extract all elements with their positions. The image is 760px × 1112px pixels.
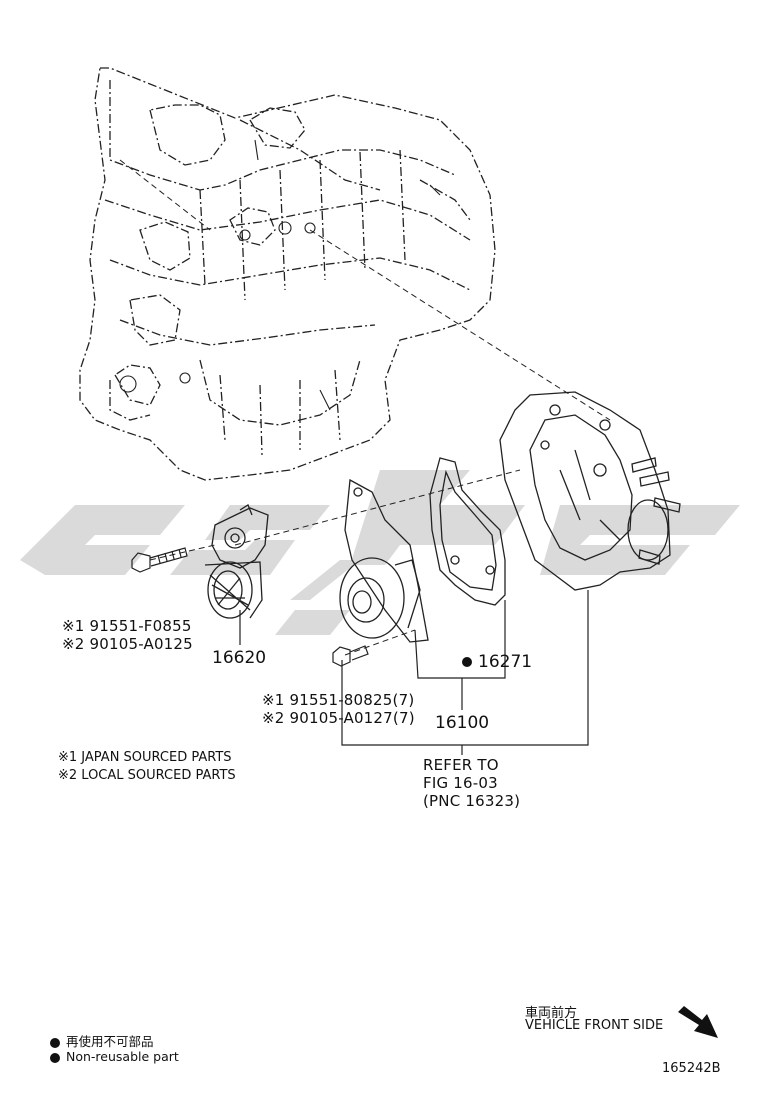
tensioner-bolt (131, 547, 188, 573)
legend-en-text: Non-reusable part (66, 1049, 179, 1064)
non-reusable-mark-icon (462, 657, 472, 667)
legend-jp-text: 再使用不可部品 (66, 1034, 154, 1049)
pump-housing (499, 391, 681, 591)
tensioner-bolt-japan-pn: ※1 91551-F0855 (62, 617, 192, 635)
refer-line-3: (PNC 16323) (423, 792, 521, 810)
legend-en: Non-reusable part (50, 1049, 179, 1064)
gasket-pnc: 16271 (462, 652, 532, 672)
gasket-pnc-text: 16271 (478, 652, 533, 672)
tensioner-pnc: 16620 (212, 648, 267, 668)
engine-details (119, 139, 441, 411)
pump-bolt-local-pn: ※2 90105-A0127(7) (262, 709, 415, 727)
tensioner-bolt-local-pn: ※2 90105-A0125 (62, 635, 193, 653)
figure-id: 165242B (662, 1061, 721, 1076)
belt-tensioner (204, 504, 269, 619)
legend-jp: 再使用不可部品 (50, 1031, 154, 1050)
gasket (429, 457, 506, 606)
vehicle-front-en: VEHICLE FRONT SIDE (525, 1018, 664, 1033)
pump-bolt (332, 645, 369, 667)
legend-bullet-icon (50, 1052, 60, 1063)
refer-line-1: REFER TO (423, 756, 499, 774)
engine-block (79, 67, 496, 481)
vehicle-front-jp: 車両前方 (525, 1006, 578, 1021)
legend-bullet-icon (50, 1037, 60, 1048)
refer-line-2: FIG 16-03 (423, 774, 498, 792)
note-japan-sourced: ※1 JAPAN SOURCED PARTS (58, 750, 232, 765)
pump-pnc: 16100 (435, 713, 490, 733)
note-local-sourced: ※2 LOCAL SOURCED PARTS (58, 768, 236, 783)
pump-bolt-japan-pn: ※1 91551-80825(7) (262, 691, 415, 709)
leader-solid (239, 590, 589, 755)
water-pump-pulley (339, 478, 429, 643)
front-direction-arrow-icon (678, 1006, 718, 1038)
